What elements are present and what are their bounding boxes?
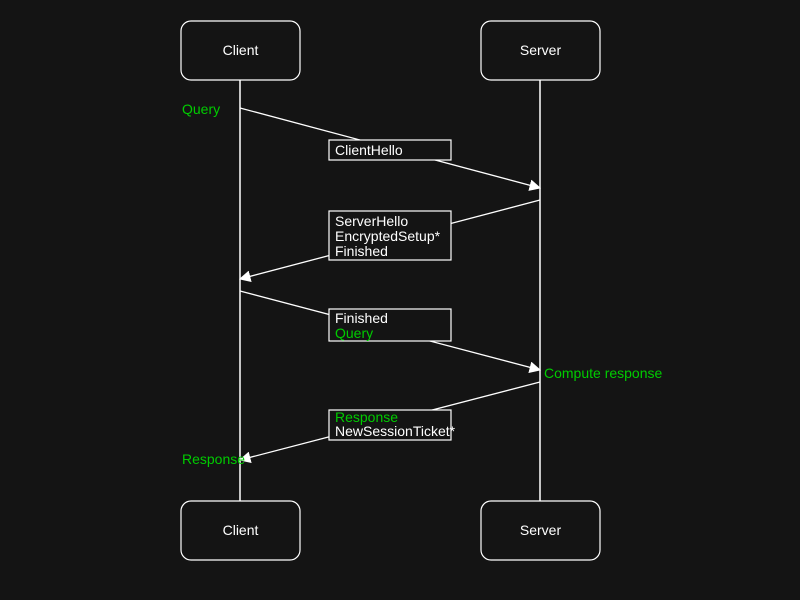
actor-box <box>480 20 601 81</box>
annotation-query: Query <box>182 101 220 117</box>
actor-server-bottom: Server <box>480 500 601 561</box>
actor-label-server: Server <box>520 42 562 58</box>
message-label-box <box>328 210 452 261</box>
message-label-box <box>328 409 452 441</box>
message-label: ServerHello <box>335 213 408 229</box>
annotation-compute-response: Compute response <box>544 365 663 381</box>
message-label: NewSessionTicket* <box>335 423 456 439</box>
actor-box <box>480 500 601 561</box>
actor-server-top: Server <box>480 20 601 81</box>
actor-client-top: Client <box>180 20 301 81</box>
message-label: ClientHello <box>335 142 403 158</box>
message-label: Finished <box>335 310 388 326</box>
message-label: EncryptedSetup* <box>335 228 441 244</box>
annotation-response: Response <box>182 451 245 467</box>
message-server-hello: ServerHello EncryptedSetup* Finished <box>238 199 541 282</box>
actor-label-client: Client <box>223 522 259 538</box>
message-finished-query: Finished Query <box>239 290 542 373</box>
message-client-hello: ClientHello <box>239 107 542 191</box>
message-label: Finished <box>335 243 388 259</box>
message-label-box <box>328 139 452 161</box>
actor-box <box>180 500 301 561</box>
message-label: Query <box>335 325 373 341</box>
actor-client-bottom: Client <box>180 500 301 561</box>
actor-label-server: Server <box>520 522 562 538</box>
actor-label-client: Client <box>223 42 259 58</box>
message-label-box <box>328 308 452 342</box>
actor-box <box>180 20 301 81</box>
message-label: Response <box>335 409 398 425</box>
message-response-ticket: Response NewSessionTicket* <box>238 381 541 464</box>
